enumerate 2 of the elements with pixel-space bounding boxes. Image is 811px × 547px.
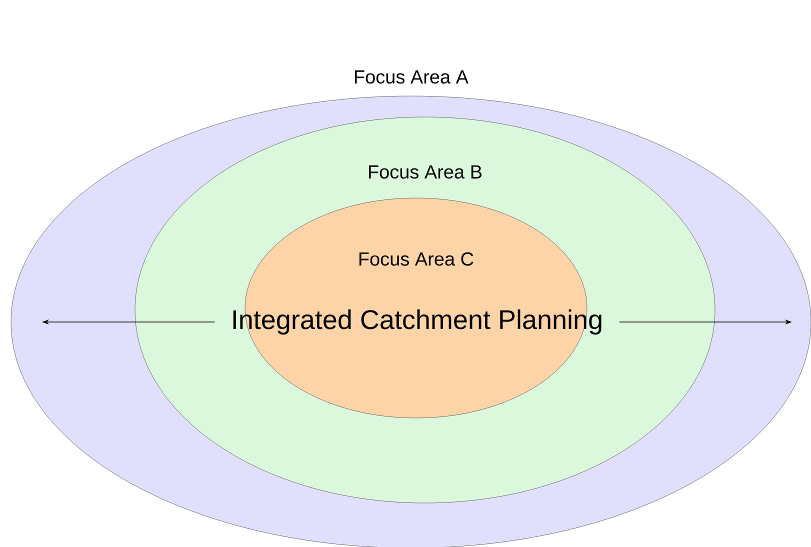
node-label: Focus Area A (355, 70, 468, 84)
title-text: Integrated Catchment Planning (233, 309, 602, 335)
